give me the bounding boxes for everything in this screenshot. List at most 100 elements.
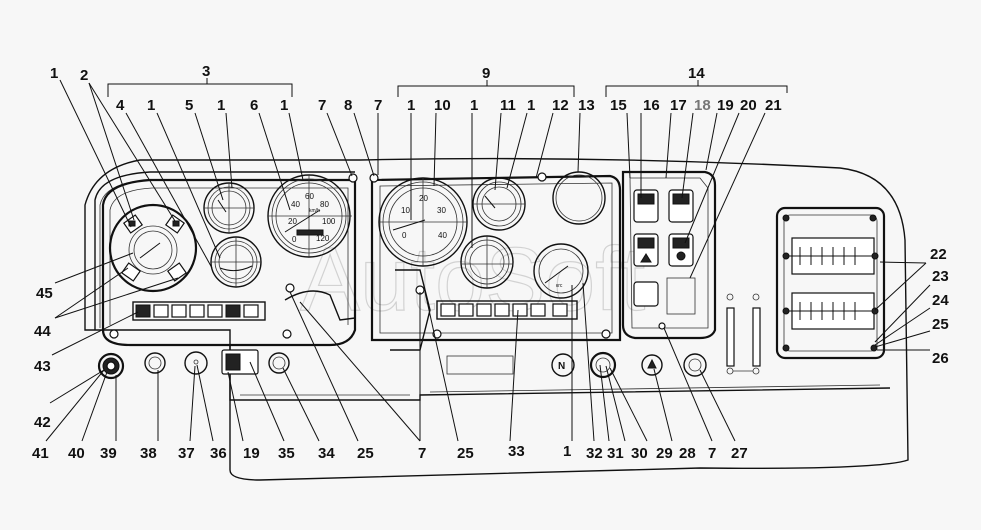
switch-29-31 — [589, 351, 617, 379]
lamp-icon — [530, 303, 546, 317]
lamp-icon — [476, 303, 492, 317]
control-levers — [726, 293, 761, 375]
switch-blank-21 — [666, 277, 696, 315]
callout-35: 35 — [278, 445, 295, 462]
gauge-5 — [203, 182, 255, 234]
callout-21: 21 — [765, 97, 782, 114]
lamp-icon — [207, 304, 223, 318]
screw-icon — [870, 344, 878, 352]
callout-27: 27 — [731, 445, 748, 462]
screw-icon — [537, 172, 547, 182]
fuse-block-lower-fuses — [788, 302, 878, 320]
callout-44: 44 — [34, 323, 51, 340]
callout-6: 6 — [250, 97, 258, 114]
callout-16: 16 — [643, 97, 660, 114]
leader-lines — [45, 79, 931, 442]
callout-12: 12 — [552, 97, 569, 114]
lamp-icon — [153, 304, 169, 318]
callout-25: 25 — [357, 445, 374, 462]
callout-5: 5 — [185, 97, 193, 114]
callouts-left: 45 44 43 42 — [34, 285, 53, 431]
callout-24: 24 — [932, 292, 949, 309]
callout-18: 18 — [694, 97, 711, 114]
lamp-icon — [440, 303, 456, 317]
callout-1: 1 — [147, 97, 155, 114]
callout-11: 11 — [500, 97, 516, 114]
screw-icon — [782, 307, 790, 315]
screw-icon — [601, 329, 611, 339]
fuse-box — [775, 206, 886, 360]
screw-icon — [658, 322, 666, 330]
screw-icon — [109, 329, 119, 339]
lamp-icon — [225, 304, 241, 318]
screws — [109, 172, 666, 339]
callout-2: 2 — [80, 67, 88, 84]
hazard-triangle-icon — [640, 253, 652, 263]
middle-cluster-frame — [370, 174, 622, 342]
speed-tick-80: 80 — [320, 200, 329, 209]
gauge-11 — [472, 177, 526, 231]
callout-43: 43 — [34, 358, 51, 375]
rocker-switches — [633, 189, 696, 315]
callout-26: 26 — [932, 350, 949, 367]
group-label-9: 9 — [482, 65, 490, 82]
callout-19: 19 — [717, 97, 734, 114]
callout-4: 4 — [116, 97, 125, 114]
gauge-12 — [460, 235, 514, 289]
callout-10: 10 — [434, 97, 451, 114]
warning-lamp-icon — [166, 262, 188, 282]
speedometer-6: 0 20 40 60 80 100 120 km/h — [267, 174, 352, 258]
callouts-top: 1 2 4 1 5 1 6 1 7 8 7 1 10 1 11 1 12 13 … — [50, 65, 782, 114]
callout-20: 20 — [740, 97, 757, 114]
callout-1: 1 — [50, 65, 58, 82]
callout-17: 17 — [670, 97, 687, 114]
lever-right — [752, 307, 761, 367]
callout-7: 7 — [418, 445, 426, 462]
lamp-icon — [243, 304, 259, 318]
callout-19: 19 — [243, 445, 260, 462]
screw-icon — [869, 214, 877, 222]
lamp-icon — [458, 303, 474, 317]
tachometer-10: 0 10 20 30 40 — [378, 177, 468, 267]
warning-lamp-icon — [120, 262, 142, 282]
lamp-icon — [512, 303, 528, 317]
lower-controls: N — [97, 349, 707, 380]
callout-29: 29 — [656, 445, 673, 462]
callout-31: 31 — [607, 445, 624, 462]
group-brackets — [107, 78, 788, 97]
screw-icon — [282, 329, 292, 339]
speed-tick-40: 40 — [291, 200, 300, 209]
screw-icon — [782, 344, 790, 352]
switch-28 — [641, 354, 663, 376]
callout-7: 7 — [708, 445, 716, 462]
screw-icon — [348, 173, 358, 183]
rpm-tick-20: 20 — [419, 194, 428, 203]
callout-7: 7 — [318, 97, 326, 114]
callout-1: 1 — [527, 97, 535, 114]
lamp-37 — [184, 351, 208, 375]
rpm-tick-0: 0 — [402, 231, 407, 240]
callout-39: 39 — [100, 445, 117, 462]
lamp-icon — [189, 304, 205, 318]
lever-left — [726, 307, 735, 367]
speed-tick-60: 60 — [305, 192, 314, 201]
callout-41: 41 — [32, 445, 49, 462]
label-plate — [446, 355, 514, 375]
callout-25: 25 — [932, 316, 949, 333]
callout-40: 40 — [68, 445, 85, 462]
rpm-tick-30: 30 — [437, 206, 446, 215]
callout-32: 32 — [586, 445, 603, 462]
callout-28: 28 — [679, 445, 696, 462]
callout-8: 8 — [344, 97, 352, 114]
pressure-gauge-32: кгс — [533, 243, 589, 299]
callout-33: 33 — [508, 443, 525, 460]
fuse-block-upper-fuses — [788, 247, 878, 265]
lamp-icon — [494, 303, 510, 317]
callout-15: 15 — [610, 97, 627, 114]
warning-lamp-strip-middle — [436, 300, 578, 320]
callout-36: 36 — [210, 445, 227, 462]
screw-icon — [782, 252, 790, 260]
combination-gauge-45 — [108, 203, 198, 293]
speed-tick-20: 20 — [288, 217, 297, 226]
